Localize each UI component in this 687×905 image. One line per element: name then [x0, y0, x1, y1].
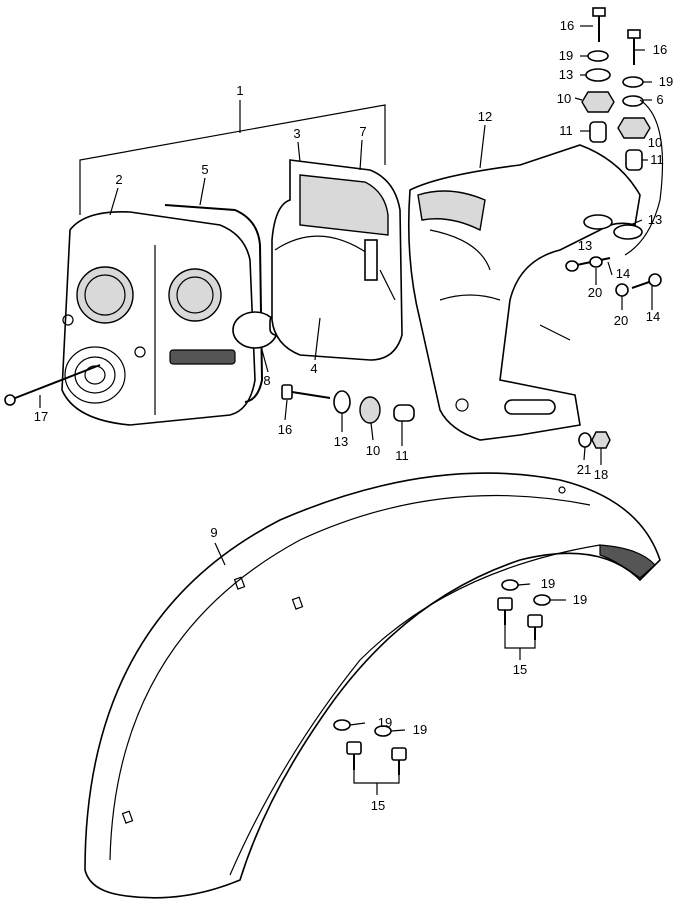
- label-19-top-b: 19: [659, 74, 673, 89]
- washer-13-right-b: [613, 224, 643, 240]
- label-11-top-b: 11: [650, 152, 664, 167]
- label-12: 12: [478, 109, 492, 124]
- label-1: 1: [236, 83, 243, 98]
- collar-11-top-a: [589, 121, 607, 143]
- label-4: 4: [310, 361, 317, 376]
- label-16-top-a: 16: [560, 18, 574, 33]
- label-6: 6: [656, 92, 663, 107]
- bolt-16-middle: [281, 384, 331, 400]
- label-16-middle: 16: [278, 422, 292, 437]
- label-18: 18: [594, 467, 608, 482]
- nut-10-top-b: [617, 117, 651, 139]
- lens-screw: [4, 364, 101, 406]
- label-19-fender-d: 19: [413, 722, 427, 737]
- nut-10-middle: [359, 396, 381, 424]
- bolt-15-fender-b: [527, 614, 543, 640]
- washer-13-middle: [333, 390, 351, 414]
- lens-gasket: [164, 204, 264, 403]
- washer-19-top-b: [622, 76, 644, 88]
- collar-11-middle: [393, 404, 415, 422]
- label-19-fender-b: 19: [573, 592, 587, 607]
- wire: [624, 99, 664, 256]
- label-11-top-a: 11: [559, 123, 573, 138]
- bolt-15-fender-a: [497, 597, 513, 625]
- label-19-fender-c: 19: [378, 715, 392, 730]
- label-19-fender-a: 19: [541, 576, 555, 591]
- label-15-b: 15: [371, 798, 385, 813]
- bolt-14-lower: [631, 273, 662, 289]
- label-13-middle: 13: [334, 434, 348, 449]
- washer-19-top-a: [587, 50, 609, 62]
- rear-fender-bracket: [407, 144, 641, 441]
- rear-fender: [84, 472, 661, 899]
- label-17: 17: [34, 409, 48, 424]
- label-3: 3: [293, 126, 300, 141]
- label-13-right-b: 13: [578, 238, 592, 253]
- washer-19-fender-c: [333, 719, 351, 731]
- washer-13-right-a: [583, 214, 613, 230]
- assembly-1-bracket: [79, 100, 386, 215]
- label-15-a: 15: [513, 662, 527, 677]
- tail-light-housing: [271, 159, 403, 361]
- label-2: 2: [115, 172, 122, 187]
- bolt-16-top-a: [592, 7, 606, 42]
- washer-19-fender-b: [533, 594, 551, 606]
- label-19-top-a: 19: [559, 48, 573, 63]
- label-11-middle: 11: [395, 448, 409, 463]
- nut-18: [591, 431, 611, 449]
- bolt-15-fender-d: [391, 747, 407, 775]
- label-14-upper: 14: [616, 266, 630, 281]
- label-10-top-b: 10: [648, 135, 662, 150]
- label-10-middle: 10: [366, 443, 380, 458]
- part-labels: 1 2 5 3 7 12 8 4 17 16 16 19 13 19 6 10 …: [34, 18, 673, 813]
- bolt-15-fender-c: [346, 741, 362, 770]
- label-16-top-b: 16: [653, 42, 667, 57]
- label-5: 5: [201, 162, 208, 177]
- label-8: 8: [263, 373, 270, 388]
- washer-20-b: [615, 283, 629, 297]
- label-13-top: 13: [559, 67, 573, 82]
- label-10-top-a: 10: [557, 91, 571, 106]
- label-14-lower: 14: [646, 309, 660, 324]
- label-7: 7: [359, 124, 366, 139]
- collar-11-top-b: [625, 149, 643, 171]
- bolt-16-top-b: [627, 29, 641, 65]
- washer-13-top: [585, 68, 611, 82]
- label-21: 21: [577, 462, 591, 477]
- bolt-14-upper: [565, 257, 611, 272]
- washer-6: [622, 95, 644, 107]
- label-13-right-a: 13: [648, 212, 662, 227]
- label-20-b: 20: [614, 313, 628, 328]
- label-9: 9: [210, 525, 217, 540]
- washer-19-fender-a: [501, 579, 519, 591]
- label-20-a: 20: [588, 285, 602, 300]
- washer-21: [578, 432, 592, 448]
- tail-light-lens: [61, 211, 256, 426]
- leader-lines: [39, 25, 653, 795]
- nut-10-top-a: [581, 91, 615, 113]
- washer-20-a: [589, 256, 603, 268]
